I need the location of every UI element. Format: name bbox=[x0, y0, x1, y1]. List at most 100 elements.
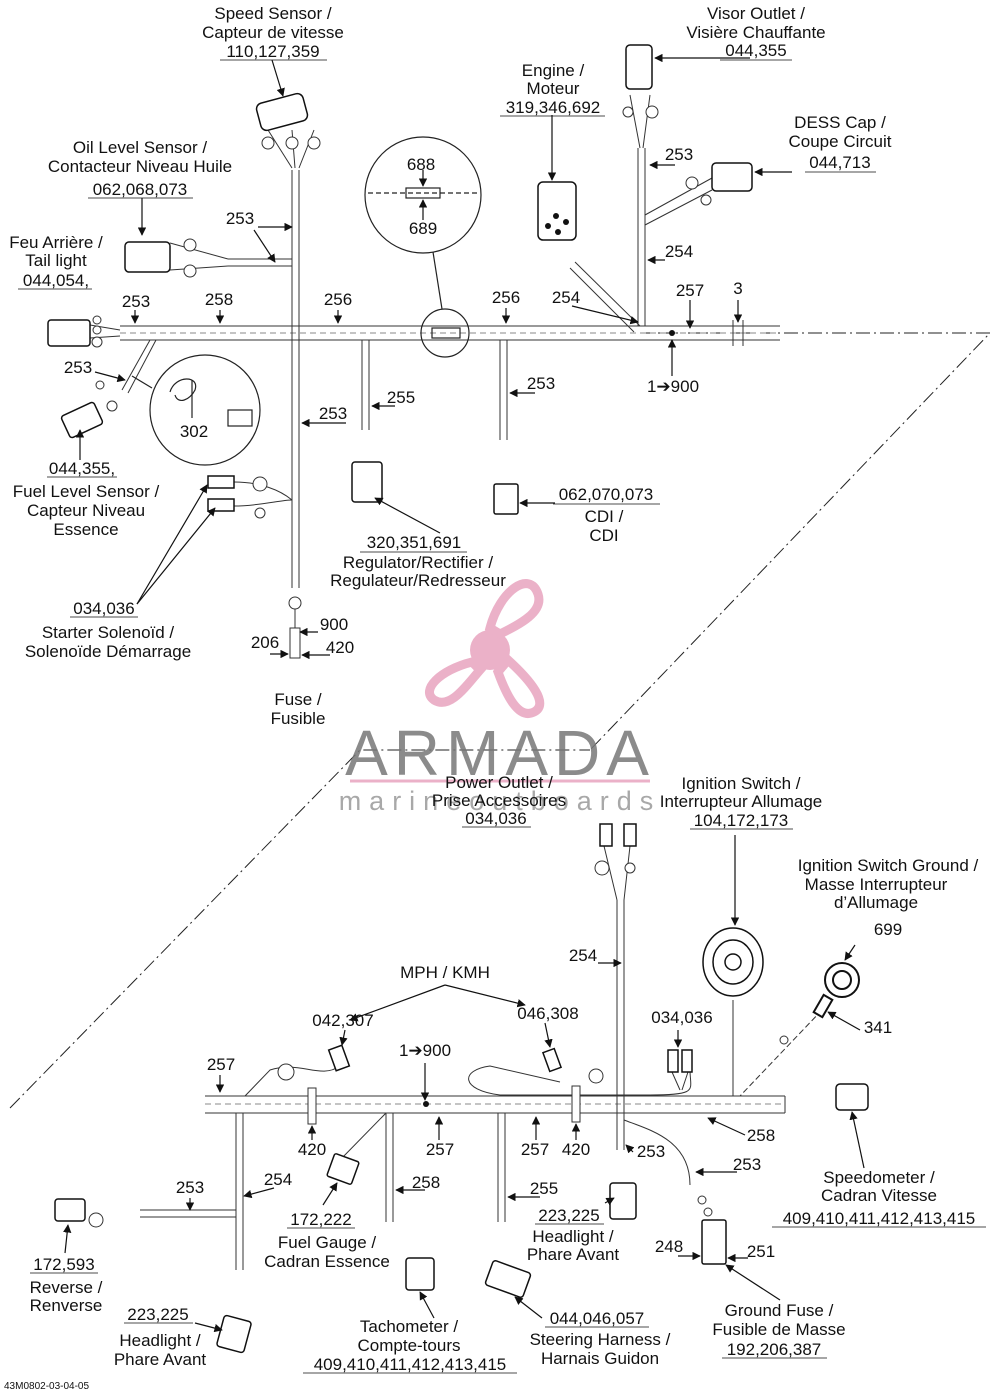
acc-034-connector-icon-2 bbox=[681, 1049, 693, 1073]
callout-254-b: 254 bbox=[665, 242, 693, 261]
power-outlet-name: Power Outlet / bbox=[445, 773, 553, 792]
callout-253-f: 253 bbox=[665, 145, 693, 164]
top-harness bbox=[89, 94, 780, 659]
cdi-parts: 062,070,073 bbox=[559, 485, 654, 504]
reverse-parts: 172,593 bbox=[33, 1255, 94, 1274]
regulator-connector-icon bbox=[351, 461, 383, 503]
callout-302: 302 bbox=[180, 422, 208, 441]
bottom-harness bbox=[140, 845, 823, 1270]
callout-3: 3 bbox=[733, 279, 742, 298]
steering-parts: 044,046,057 bbox=[550, 1309, 645, 1328]
tail-light-name-fr: Tail light bbox=[25, 251, 87, 270]
callout-258-b: 258 bbox=[747, 1126, 775, 1145]
callout-248: 248 bbox=[655, 1237, 683, 1256]
labels: Speed Sensor / Capteur de vitesse 110,12… bbox=[4, 4, 979, 1392]
callout-420-a: 420 bbox=[326, 638, 354, 657]
part-underlines bbox=[18, 59, 986, 1374]
power-outlet-connector-icon-2 bbox=[623, 823, 637, 847]
reverse-connector-icon bbox=[54, 1198, 86, 1222]
callout-253-d: 253 bbox=[319, 404, 347, 423]
fuel-level-parts: 044,355, bbox=[49, 459, 115, 478]
headlight-right-name: Headlight / bbox=[532, 1227, 614, 1246]
connector-icons-bottom bbox=[54, 823, 869, 1354]
visor-name-fr: Visière Chauffante bbox=[686, 23, 825, 42]
engine-parts: 319,346,692 bbox=[506, 98, 601, 117]
regulator-name: Regulator/Rectifier / bbox=[343, 553, 494, 572]
detail-688-689 bbox=[364, 136, 482, 358]
fuel-level-connector-icon bbox=[60, 401, 104, 439]
callout-1to900-a: 1➔900 bbox=[647, 377, 699, 396]
speed-sensor-name-fr: Capteur de vitesse bbox=[202, 23, 344, 42]
boundary-lines bbox=[9, 332, 992, 1109]
reverse-name-fr: Renverse bbox=[30, 1296, 103, 1315]
reverse-name: Reverse / bbox=[30, 1278, 103, 1297]
callout-257-d: 257 bbox=[521, 1140, 549, 1159]
headlight-left-name-fr: Phare Avant bbox=[114, 1350, 207, 1369]
fuel-level-name: Fuel Level Sensor / bbox=[13, 482, 160, 501]
oil-sensor-connector-icon bbox=[124, 241, 171, 273]
ignition-parts: 104,172,173 bbox=[694, 811, 789, 830]
fuel-gauge-connector-icon bbox=[326, 1153, 360, 1185]
power-outlet-parts: 034,036 bbox=[465, 809, 526, 828]
callout-688: 688 bbox=[407, 155, 435, 174]
callout-034-036-b: 034,036 bbox=[651, 1008, 712, 1027]
headlight-right-parts: 223,225 bbox=[538, 1206, 599, 1225]
tail-light-parts: 044,054, bbox=[23, 271, 89, 290]
fuse-name-fr: Fusible bbox=[271, 709, 326, 728]
ground-fuse-parts: 192,206,387 bbox=[727, 1340, 822, 1359]
headlight-right-connector-icon bbox=[609, 1182, 637, 1220]
callout-341: 341 bbox=[864, 1018, 892, 1037]
fuel-gauge-name-fr: Cadran Essence bbox=[264, 1252, 390, 1271]
regulator-name-fr: Regulateur/Redresseur bbox=[330, 571, 506, 590]
callout-253-e: 253 bbox=[527, 374, 555, 393]
callout-420-c: 420 bbox=[562, 1140, 590, 1159]
dess-name-fr: Coupe Circuit bbox=[789, 132, 892, 151]
callout-689: 689 bbox=[409, 219, 437, 238]
cdi-name-fr: CDI bbox=[589, 526, 618, 545]
oil-level-parts: 062,068,073 bbox=[93, 180, 188, 199]
steering-name-fr: Harnais Guidon bbox=[541, 1349, 659, 1368]
engine-name: Engine / bbox=[522, 61, 585, 80]
ignition-name-fr: Interrupteur Allumage bbox=[660, 792, 823, 811]
ignition-name: Ignition Switch / bbox=[681, 774, 800, 793]
leader-arrows-top bbox=[75, 53, 792, 660]
tachometer-connector-icon bbox=[405, 1257, 435, 1291]
mph-046-connector-icon bbox=[541, 1047, 563, 1073]
callout-258-c: 258 bbox=[412, 1173, 440, 1192]
speedometer-name-fr: Cadran Vitesse bbox=[821, 1186, 937, 1205]
steering-name: Steering Harness / bbox=[530, 1330, 671, 1349]
callout-253-a: 253 bbox=[226, 209, 254, 228]
starter-connector-icon-1 bbox=[207, 475, 235, 489]
dess-parts: 044,713 bbox=[809, 153, 870, 172]
starter-parts: 034,036 bbox=[73, 599, 134, 618]
ground-fuse-name-fr: Fusible de Masse bbox=[712, 1320, 845, 1339]
callout-253-c: 253 bbox=[64, 358, 92, 377]
tachometer-parts: 409,410,411,412,413,415 bbox=[314, 1355, 507, 1374]
callout-256-a: 256 bbox=[324, 290, 352, 309]
cdi-connector-icon bbox=[493, 483, 519, 515]
propeller-icon bbox=[425, 579, 545, 718]
footer-code: 43M0802-03-04-05 bbox=[4, 1381, 89, 1392]
speedometer-connector-icon bbox=[835, 1083, 869, 1111]
tachometer-name: Tachometer / bbox=[360, 1317, 459, 1336]
headlight-left-name: Headlight / bbox=[119, 1331, 201, 1350]
ign-ground-name-fr2: d’Allumage bbox=[834, 893, 918, 912]
oil-level-name-fr: Contacteur Niveau Huile bbox=[48, 157, 232, 176]
starter-name-fr: Solenoïde Démarrage bbox=[25, 642, 191, 661]
fuel-gauge-name: Fuel Gauge / bbox=[278, 1233, 377, 1252]
callout-253-h: 253 bbox=[733, 1155, 761, 1174]
watermark-logo: ARMADA marineoutboards bbox=[339, 579, 662, 816]
tachometer-name-fr: Compte-tours bbox=[358, 1336, 461, 1355]
power-outlet-connector-icon-1 bbox=[599, 823, 613, 847]
detail-302 bbox=[131, 354, 261, 466]
leader-arrows-bottom bbox=[63, 835, 865, 1333]
fuel-level-name-fr2: Essence bbox=[53, 520, 118, 539]
tail-light-name: Feu Arrière / bbox=[9, 233, 103, 252]
ground-fuse-connector-icon bbox=[701, 1219, 727, 1265]
watermark-subtitle: marineoutboards bbox=[339, 786, 662, 816]
callout-253-g: 253 bbox=[637, 1142, 665, 1161]
callout-255-a: 255 bbox=[387, 388, 415, 407]
ground-fuse-name: Ground Fuse / bbox=[725, 1301, 834, 1320]
callout-042-307: 042,307 bbox=[312, 1011, 373, 1030]
steering-connector-icon bbox=[484, 1260, 532, 1298]
